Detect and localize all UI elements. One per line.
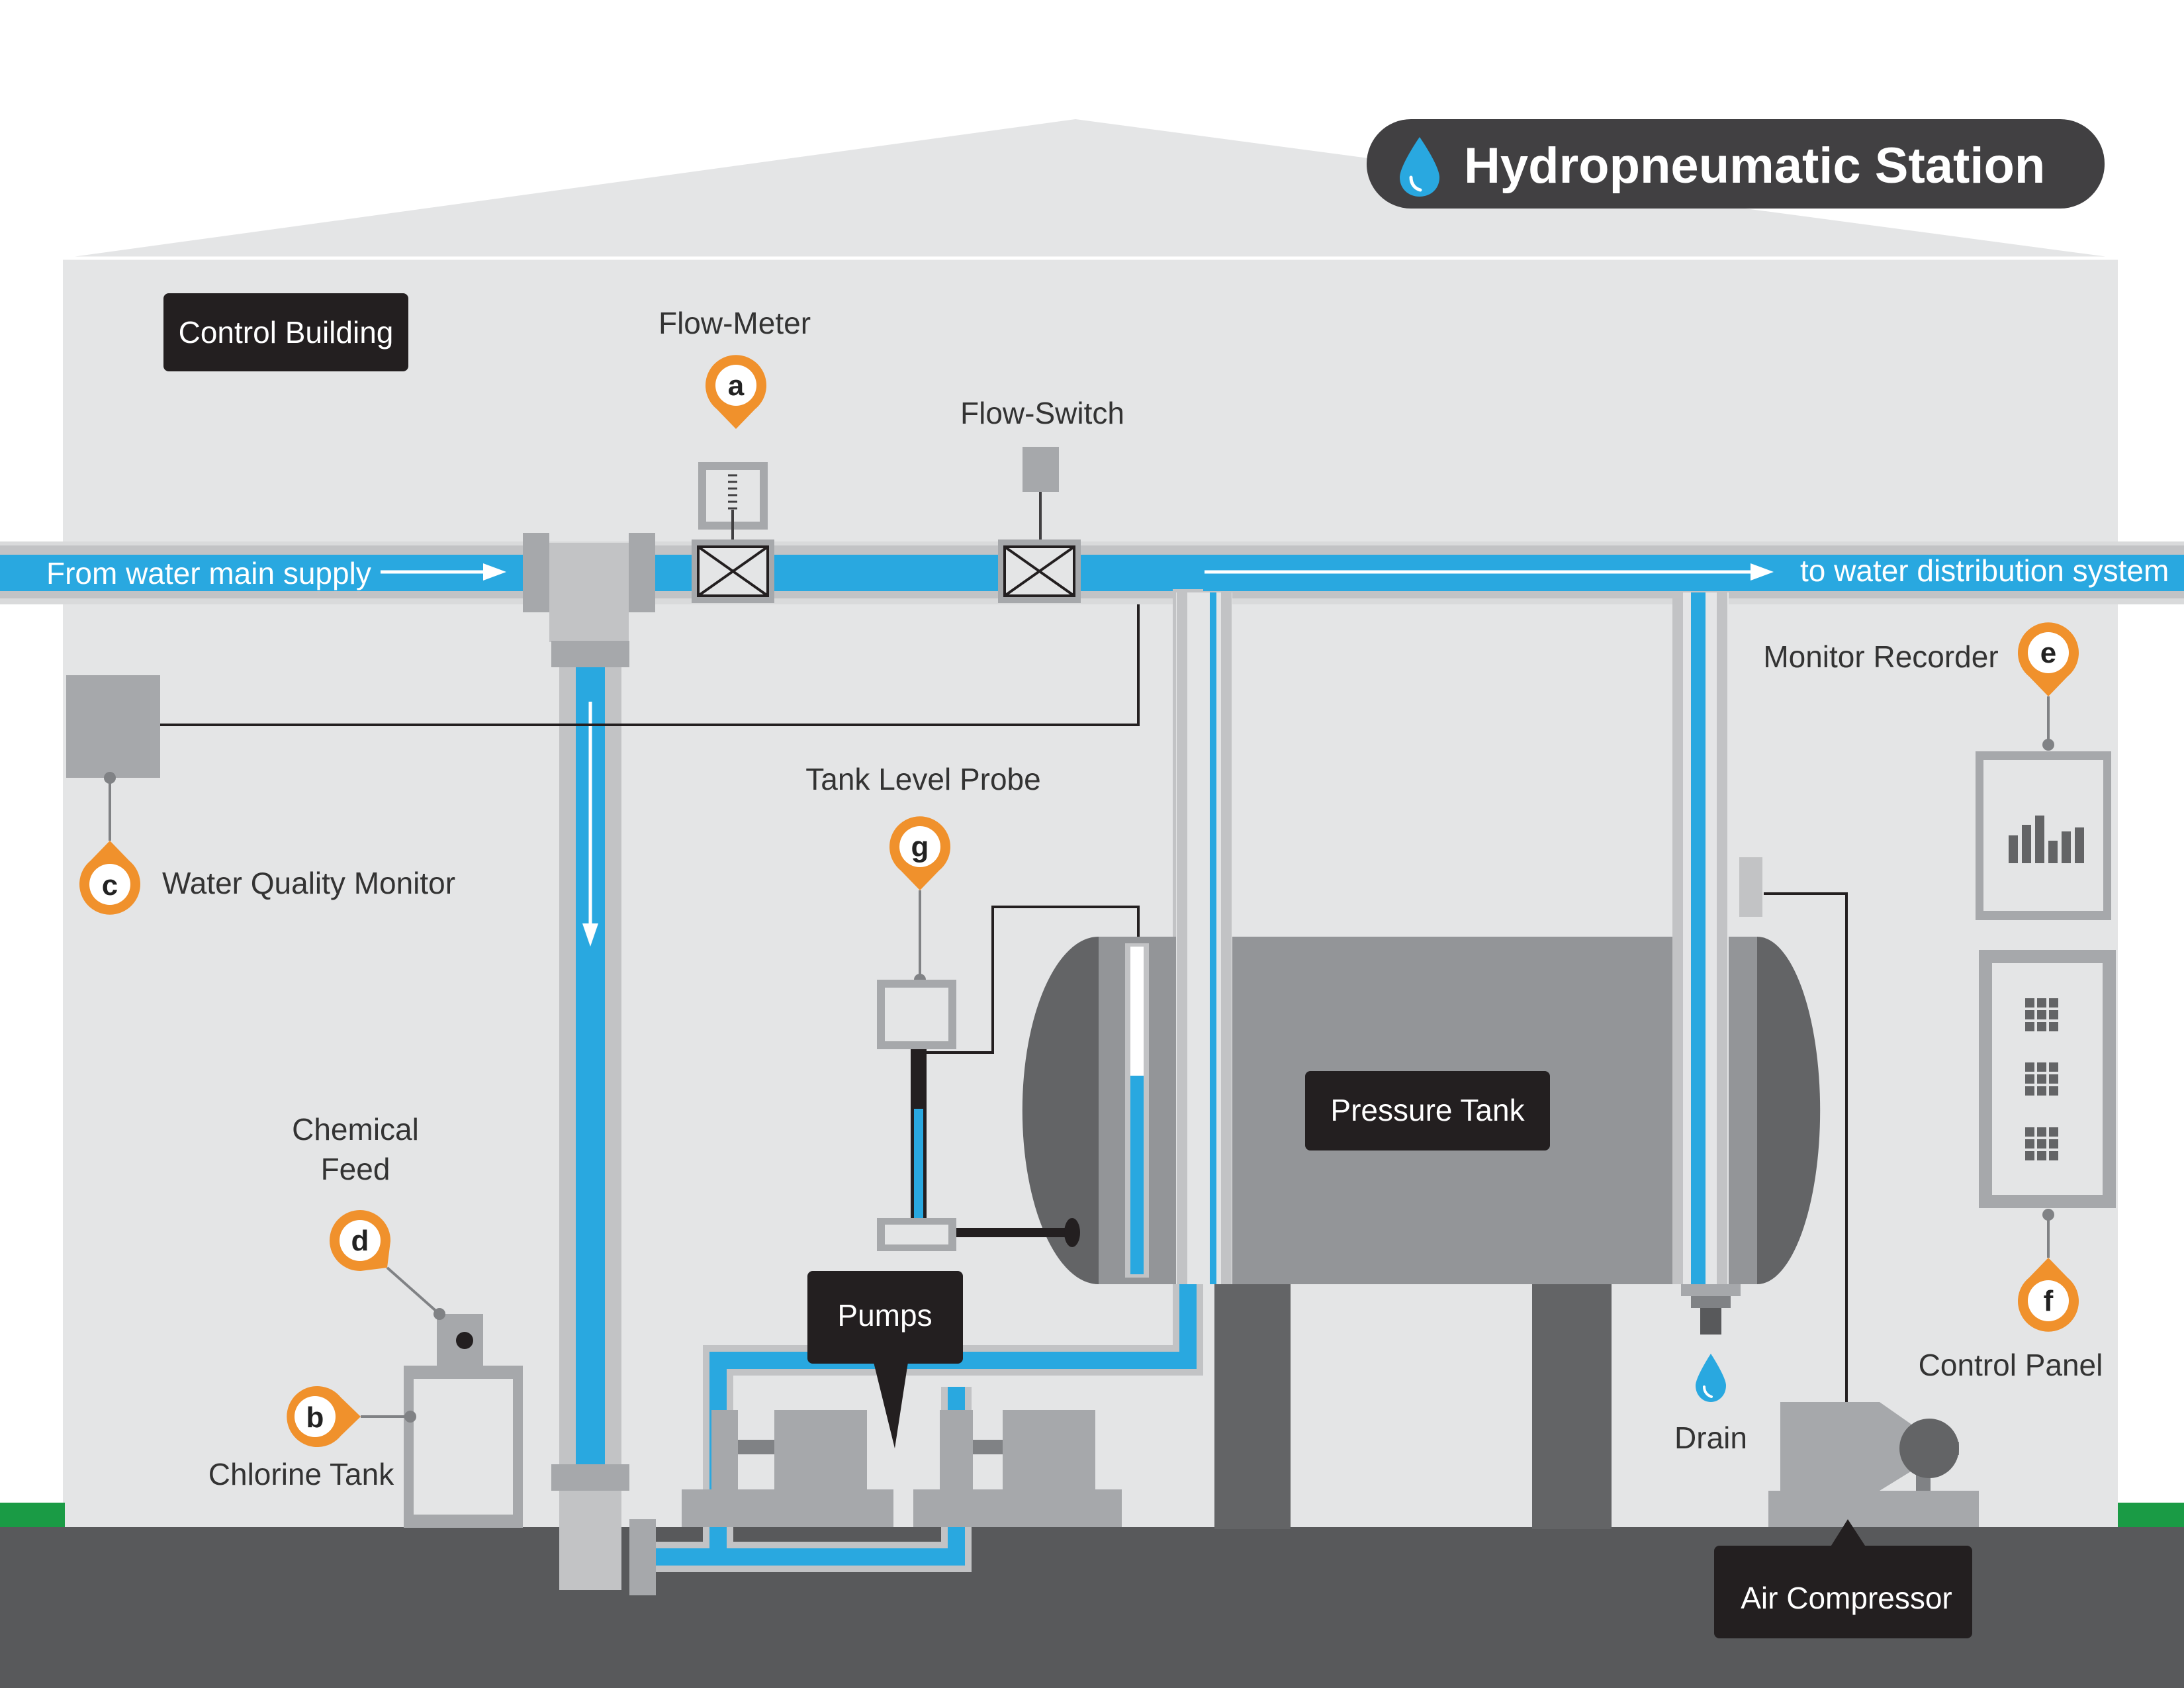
pin-f-letter: f bbox=[2044, 1285, 2054, 1317]
pin-b-letter: b bbox=[306, 1401, 324, 1434]
chemical-feed-label-line1: Chemical bbox=[292, 1112, 419, 1147]
pin-b: b bbox=[287, 1386, 410, 1447]
pressure-tank-text: Pressure Tank bbox=[1330, 1093, 1525, 1127]
pin-a: a bbox=[705, 355, 766, 429]
pin-c-letter: c bbox=[102, 869, 118, 902]
air-compressor-label: Air Compressor bbox=[1714, 1519, 1972, 1638]
control-building-label: Control Building bbox=[163, 293, 408, 371]
grass-right bbox=[2118, 1503, 2184, 1527]
pin-a-letter: a bbox=[728, 369, 745, 402]
control-panel-label: Control Panel bbox=[1919, 1348, 2103, 1382]
tank-level-probe-label: Tank Level Probe bbox=[805, 762, 1040, 796]
flow-arrow-out bbox=[1205, 563, 1774, 581]
monitor-recorder-label: Monitor Recorder bbox=[1763, 639, 1998, 674]
grass-left bbox=[0, 1503, 65, 1527]
flow-arrow-in bbox=[381, 563, 506, 581]
drain-label: Drain bbox=[1674, 1421, 1747, 1455]
pin-e: e bbox=[2018, 622, 2079, 751]
water-quality-monitor-label: Water Quality Monitor bbox=[162, 866, 455, 900]
pin-e-letter: e bbox=[2040, 637, 2056, 669]
main-supply-pipe bbox=[0, 541, 2184, 604]
keypad-icon bbox=[2025, 1062, 2058, 1096]
pump-2 bbox=[913, 1410, 1122, 1527]
pin-c: c bbox=[79, 841, 141, 915]
title-banner: Hydropneumatic Station bbox=[1367, 119, 2105, 209]
tee-fitting bbox=[523, 533, 655, 642]
drain-drop-icon bbox=[1696, 1354, 1726, 1402]
water-drop-icon bbox=[1400, 137, 1439, 197]
chlorine-tank bbox=[404, 1308, 523, 1528]
flow-switch bbox=[998, 447, 1081, 603]
air-compressor bbox=[1768, 1402, 1979, 1527]
pin-d: d bbox=[330, 1210, 441, 1315]
tank-level-probe bbox=[877, 890, 1080, 1251]
pumps-text: Pumps bbox=[837, 1298, 932, 1333]
pin-g: g bbox=[889, 816, 950, 890]
pumps-label: Pumps bbox=[807, 1271, 963, 1448]
pressure-tank-label: Pressure Tank bbox=[1305, 1071, 1550, 1150]
keypad-icon bbox=[2025, 1127, 2058, 1160]
water-quality-monitor bbox=[66, 675, 160, 841]
drain-valve bbox=[1681, 1284, 1741, 1335]
pin-g-letter: g bbox=[911, 831, 929, 863]
flow-meter-label: Flow-Meter bbox=[659, 306, 811, 340]
page-title: Hydropneumatic Station bbox=[1464, 138, 2045, 194]
to-distribution-label: to water distribution system bbox=[1800, 553, 2169, 588]
flow-switch-label: Flow-Switch bbox=[960, 396, 1124, 430]
signal-wires bbox=[160, 604, 1848, 1403]
monitor-recorder bbox=[1976, 751, 2111, 920]
chlorine-tank-label: Chlorine Tank bbox=[208, 1457, 394, 1491]
from-supply-label: From water main supply bbox=[46, 556, 371, 590]
tank-riser-pipes bbox=[1176, 592, 1762, 1284]
recorder-bars-icon bbox=[2009, 816, 2084, 863]
flow-meter-scale bbox=[728, 474, 737, 510]
pin-d-letter: d bbox=[351, 1225, 369, 1257]
pump-1 bbox=[682, 1410, 893, 1527]
keypad-icon bbox=[2025, 998, 2058, 1031]
vertical-supply-pipe bbox=[551, 641, 656, 1595]
control-building-text: Control Building bbox=[179, 315, 394, 350]
chemical-feed-label-line2: Feed bbox=[321, 1152, 390, 1186]
flow-meter bbox=[692, 462, 774, 603]
pin-f: f bbox=[2018, 1258, 2079, 1332]
air-compressor-text: Air Compressor bbox=[1741, 1581, 1952, 1615]
control-panel bbox=[1979, 950, 2116, 1258]
